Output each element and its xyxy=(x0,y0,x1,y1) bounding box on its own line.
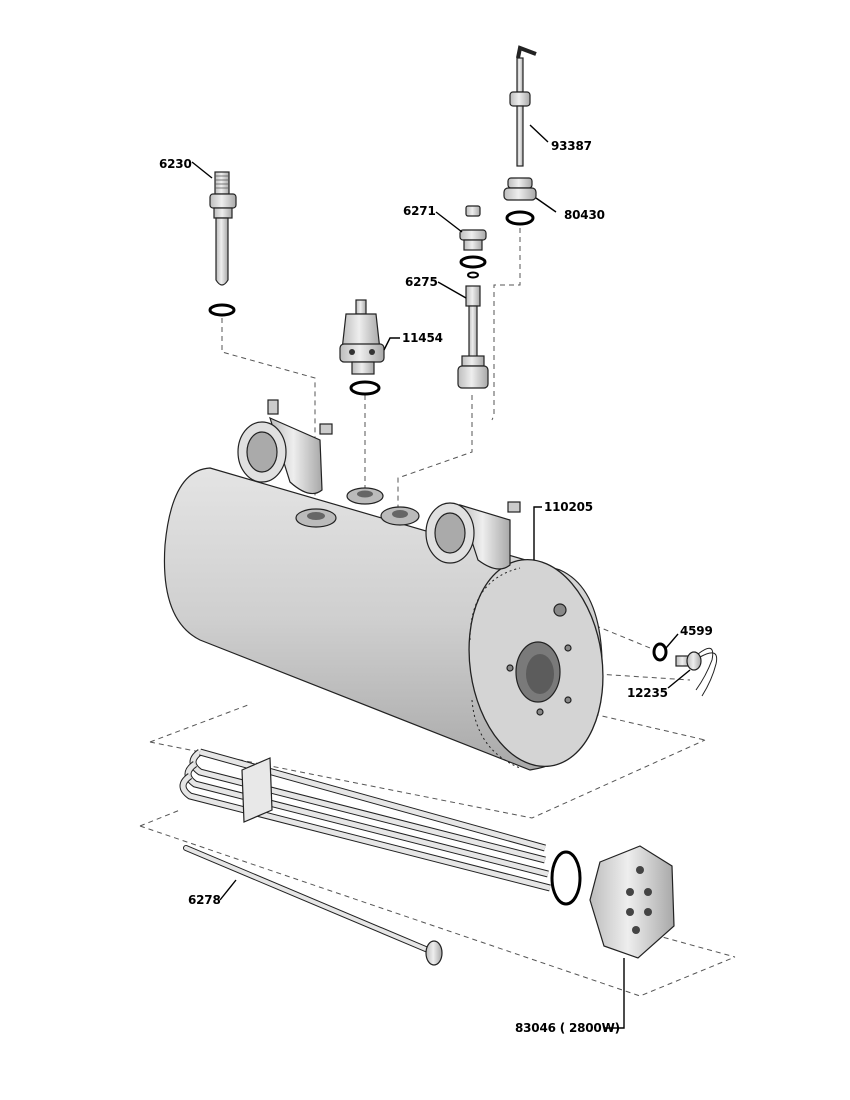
label-6271: 6271 xyxy=(403,204,436,218)
fitting-stack-6271-6275 xyxy=(457,205,489,389)
sensor-12235 xyxy=(675,647,718,697)
elbow-fitting-left xyxy=(237,399,333,495)
alignment-guides xyxy=(139,228,736,997)
boiler-tank xyxy=(163,467,604,771)
heating-element-83046 xyxy=(179,748,675,959)
label-6278: 6278 xyxy=(188,893,221,907)
label-12235: 12235 xyxy=(627,686,668,700)
washer-4599 xyxy=(652,642,668,662)
label-4599: 4599 xyxy=(680,624,713,638)
label-11454: 11454 xyxy=(402,331,443,345)
label-6275: 6275 xyxy=(405,275,438,289)
part-labels: 6230 93387 80430 6271 6275 11454 110205 … xyxy=(159,139,713,1035)
fitting-80430 xyxy=(503,177,537,226)
label-83046: 83046 ( 2800W) xyxy=(515,1021,620,1035)
label-80430: 80430 xyxy=(564,208,605,222)
label-93387: 93387 xyxy=(551,139,592,153)
leader-lines xyxy=(191,124,691,1029)
label-110205: 110205 xyxy=(544,500,593,514)
rod-6278 xyxy=(183,845,443,966)
elbow-fitting-right xyxy=(425,501,521,570)
label-6230: 6230 xyxy=(159,157,192,171)
valve-11454 xyxy=(339,299,385,396)
probe-6230 xyxy=(208,171,237,317)
level-probe-93387 xyxy=(509,45,537,167)
